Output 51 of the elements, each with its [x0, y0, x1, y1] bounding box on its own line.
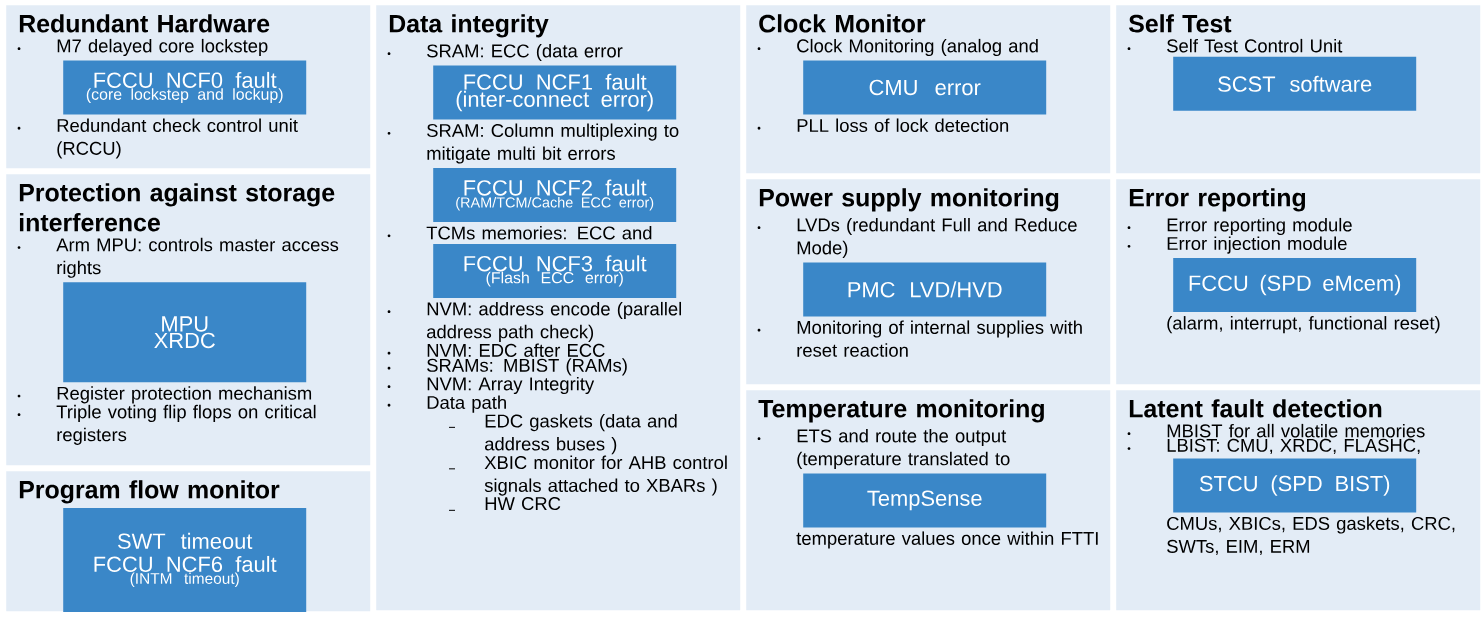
bullet-item: TCMs memories: ECC and	[387, 226, 652, 240]
bullet-item: LBIST: CMU, XRDC, FLASHC,	[1127, 438, 1420, 455]
bullet-item: EDC gaskets (data and address buses )	[449, 414, 677, 455]
module-box: PMC LVD/HVD	[803, 262, 1047, 317]
bullet-item: Arm MPU: controls master access rights	[17, 237, 339, 278]
module-box: MPU XRDC	[63, 282, 307, 383]
module-box: CMU error	[803, 60, 1047, 115]
bullet-item: Triple voting flip flops on critical registers	[17, 404, 316, 445]
module-box: STCU (SPD BIST)	[1173, 458, 1417, 513]
bullet-item: Clock Monitoring (analog and	[757, 38, 1038, 57]
module-box: SCST software	[1173, 56, 1417, 111]
bullet-item: temperature values once within FTTI	[796, 531, 1098, 549]
bullet-item: Error reporting module	[1127, 217, 1352, 236]
panel-heading: Temperature monitoring	[758, 399, 1044, 423]
panel-heading: Latent fault detection	[1129, 399, 1382, 418]
bullet-item: Register protection mechanism	[17, 386, 312, 404]
bullet-item: CMUs, XBICs, EDS gaskets, CRC, SWTs, EIM, ERM	[1167, 516, 1455, 556]
bullet-item: Data path	[387, 395, 506, 413]
panel-heading: Data integrity	[389, 14, 549, 38]
module-box: FCCU NCF1 fault (inter-connect error)	[433, 65, 677, 120]
bullet-item: (alarm, interrupt, functional reset)	[1167, 316, 1440, 334]
bullet-item: ETS and route the output (temperature translated to	[757, 428, 1010, 469]
bullet-item: PLL loss of lock detection	[757, 118, 1009, 132]
panel-heading: Program flow monitor	[19, 480, 280, 504]
module-box: SWT timeout FCCU NCF6 fault (INTM timeout)	[63, 507, 307, 612]
module-box: FCCU NCF0 fault (core lockstep and lockup)	[63, 60, 307, 115]
bullet-item: Error injection module	[1127, 236, 1347, 254]
panel-heading: Redundant Hardware	[19, 14, 270, 33]
module-box: FCCU NCF3 fault (Flash ECC error)	[433, 243, 677, 298]
bullet-item: M7 delayed core lockstep	[17, 38, 268, 57]
panel-heading: Power supply monitoring	[759, 188, 1059, 212]
panel-heading: Clock Monitor	[759, 14, 926, 33]
bullet-item: NVM: EDC after ECC	[387, 343, 605, 357]
module-box: FCCU (SPD eMcem)	[1173, 258, 1417, 313]
bullet-item: NVM: Array Integrity	[387, 376, 595, 395]
panel-heading: Protection against storage interference	[19, 183, 335, 232]
bullet-item: Self Test Control Unit	[1127, 38, 1343, 53]
bullet-item: NVM: address encode (parallel address path check)	[387, 301, 681, 342]
bullet-item: SRAM: ECC (data error	[387, 43, 623, 62]
bullet-item: XBIC monitor for AHB control signals attached to XBARs )	[449, 455, 727, 496]
bullet-item: MBIST for all volatile memories	[1127, 423, 1425, 438]
bullet-item: SRAM: Column multiplexing to mitigate multi bit errors	[387, 123, 679, 164]
bullet-item: SRAMs: MBIST (RAMs)	[387, 358, 627, 376]
bullet-item: Monitoring of internal supplies with reset reaction	[757, 320, 1082, 357]
panel-heading: Error reporting	[1129, 188, 1306, 212]
bullet-item: LVDs (redundant Full and Reduce Mode)	[757, 217, 1077, 258]
module-box: FCCU NCF2 fault (RAM/TCM/Cache ECC error)	[433, 168, 677, 222]
module-box: TempSense	[803, 473, 1047, 528]
bullet-item: Redundant check control unit (RCCU)	[17, 118, 298, 159]
bullet-item: HW CRC	[449, 497, 561, 511]
panel-heading: Self Test	[1128, 14, 1232, 33]
